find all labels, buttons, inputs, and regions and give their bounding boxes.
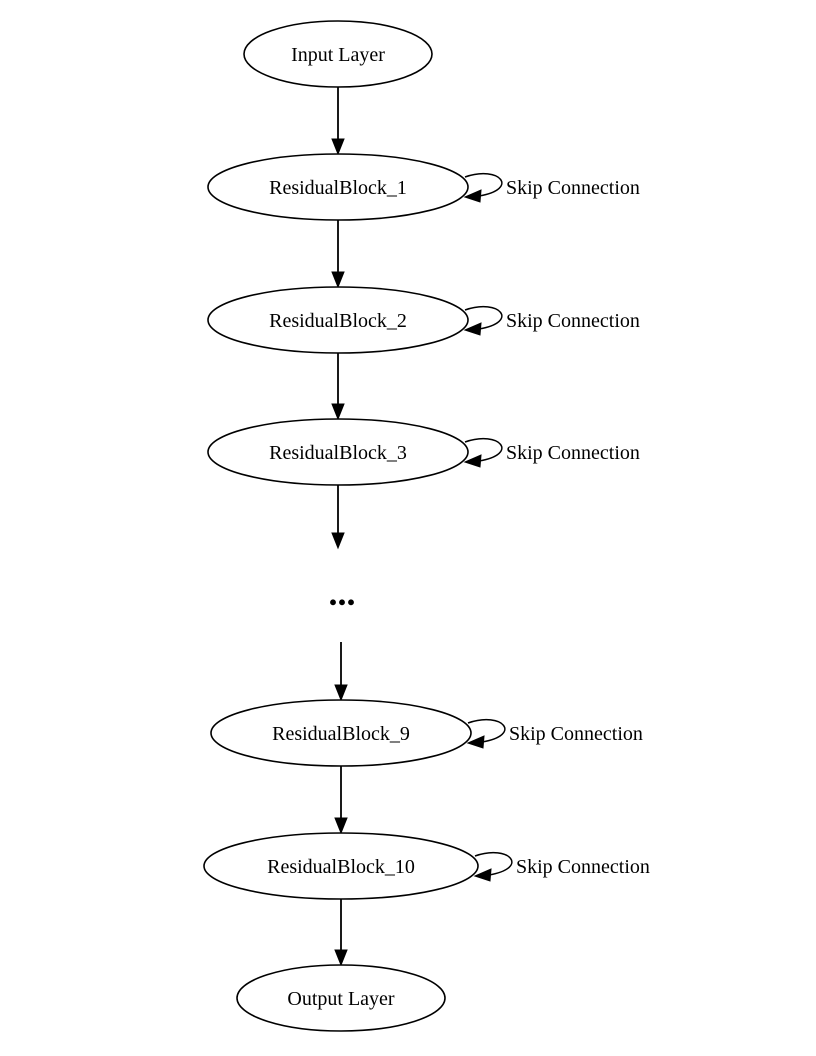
node-output: Output Layer	[236, 964, 446, 1032]
edge-rb1-to-rb2-arrowhead	[331, 271, 345, 289]
skip-loop-rb9-label: Skip Connection	[509, 723, 643, 745]
skip-loop-rb3-label: Skip Connection	[506, 442, 640, 464]
skip-loop-rb9: Skip Connection	[466, 718, 643, 749]
node-rb1-ellipse	[207, 153, 469, 221]
edge-rb9-to-rb10-arrowhead	[334, 817, 348, 835]
node-rb10-label: ResidualBlock_10	[267, 856, 415, 878]
node-rb3-label: ResidualBlock_3	[269, 442, 407, 464]
node-rb2-label: ResidualBlock_2	[269, 310, 407, 332]
edge-rb10-to-output	[334, 899, 348, 967]
edge-input-to-rb1	[331, 87, 345, 156]
edge-rb1-to-rb2	[331, 220, 345, 289]
skip-loop-rb3-arrowhead	[463, 454, 482, 468]
edge-gap-to-rb9-arrowhead	[334, 684, 348, 702]
node-rb3: ResidualBlock_3	[207, 418, 469, 486]
edge-input-to-rb1-arrowhead	[331, 138, 345, 156]
skip-loop-rb9-curve	[467, 718, 506, 743]
node-input: Input Layer	[243, 20, 433, 88]
node-rb1-label: ResidualBlock_1	[269, 177, 407, 199]
nodes-layer: Input LayerResidualBlock_1ResidualBlock_…	[203, 20, 479, 1032]
skip-loop-rb9-arrowhead	[466, 735, 485, 749]
edge-rb2-to-rb3	[331, 353, 345, 421]
skip-loop-rb2-arrowhead	[463, 322, 482, 336]
edge-rb9-to-rb10	[334, 766, 348, 835]
skip-loop-rb2-curve	[464, 305, 503, 330]
edge-rb2-to-rb3-arrowhead	[331, 403, 345, 421]
skip-loop-rb1: Skip Connection	[463, 172, 640, 203]
node-rb1: ResidualBlock_1	[207, 153, 469, 221]
node-rb3-ellipse	[207, 418, 469, 486]
node-rb2: ResidualBlock_2	[207, 286, 469, 354]
skip-loop-rb2: Skip Connection	[463, 305, 640, 336]
node-input-ellipse	[243, 20, 433, 88]
edge-rb3-to-gap-arrowhead	[331, 532, 345, 550]
edges-layer	[331, 87, 348, 967]
skip-loop-rb10-curve	[474, 851, 513, 876]
edge-rb10-to-output-arrowhead	[334, 949, 348, 967]
skip-loop-rb10-label: Skip Connection	[516, 856, 650, 878]
node-rb9: ResidualBlock_9	[210, 699, 472, 767]
node-output-ellipse	[236, 964, 446, 1032]
skip-loop-rb1-arrowhead	[463, 189, 482, 203]
node-rb9-ellipse	[210, 699, 472, 767]
skip-loop-rb2-label: Skip Connection	[506, 310, 640, 332]
node-rb10-ellipse	[203, 832, 479, 900]
skip-loop-rb10-arrowhead	[473, 868, 492, 882]
node-rb10: ResidualBlock_10	[203, 832, 479, 900]
skip-loop-rb1-label: Skip Connection	[506, 177, 640, 199]
node-output-label: Output Layer	[287, 988, 395, 1010]
skip-loop-rb3-curve	[464, 437, 503, 462]
skip-loop-rb10: Skip Connection	[473, 851, 650, 882]
ellipsis-text: ...	[329, 573, 356, 613]
skip-loop-rb3: Skip Connection	[463, 437, 640, 468]
node-input-label: Input Layer	[291, 44, 385, 66]
skip-loop-rb1-curve	[464, 172, 503, 197]
node-rb2-ellipse	[207, 286, 469, 354]
node-rb9-label: ResidualBlock_9	[272, 723, 410, 745]
edge-gap-to-rb9	[334, 642, 348, 702]
edge-rb3-to-gap	[331, 485, 345, 550]
